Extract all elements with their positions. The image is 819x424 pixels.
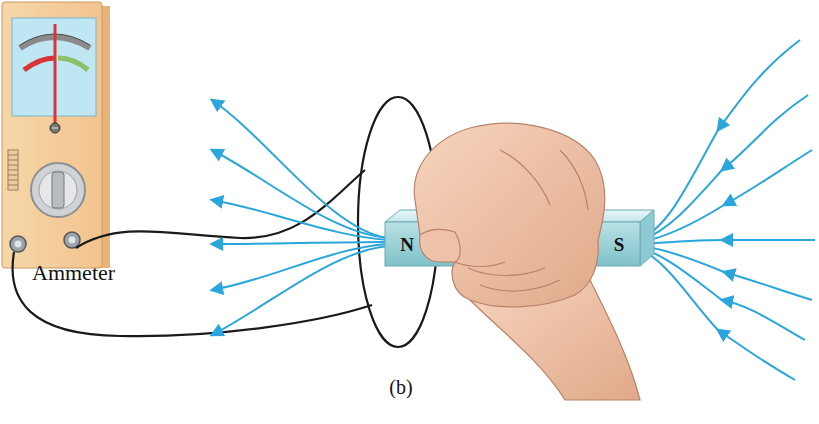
figure-caption: (b) (389, 377, 412, 397)
pole-label: N (400, 235, 414, 254)
wire-loop (13, 97, 438, 347)
hand (414, 123, 640, 400)
instrument-label: Ammeter (32, 262, 115, 284)
pole-label: S (614, 235, 625, 254)
ammeter (2, 2, 110, 268)
